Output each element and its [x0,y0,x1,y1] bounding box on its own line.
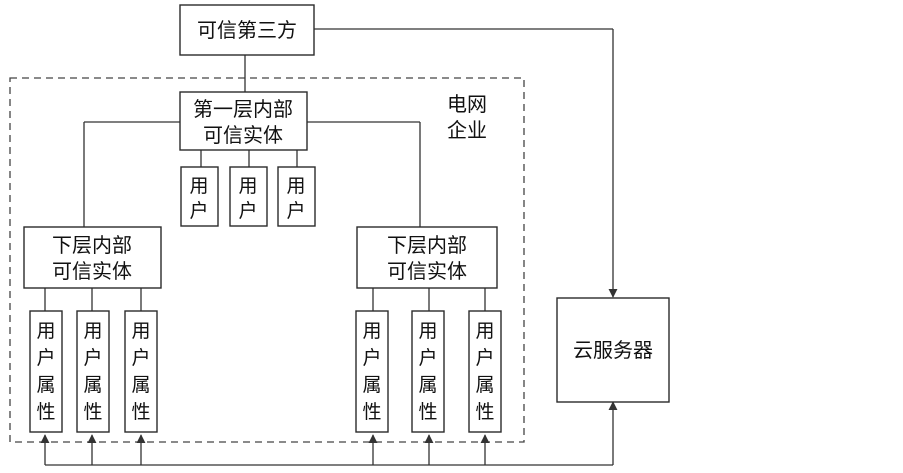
svg-text:可信实体: 可信实体 [203,123,283,147]
user-attribute-node: 用 户 属 性 [76,310,110,433]
svg-text:下层内部: 下层内部 [387,233,467,257]
user-node: 用 户 [277,166,316,227]
user-attribute-node: 用 户 属 性 [411,310,445,433]
svg-text:第一层内部: 第一层内部 [193,97,293,121]
svg-text:户: 户 [418,347,437,369]
svg-text:可信第三方: 可信第三方 [197,18,297,42]
svg-text:属: 属 [131,374,150,396]
lower-layer-entity-right-node: 下层内部 可信实体 [356,226,498,289]
connectors [40,28,618,466]
svg-text:用: 用 [131,320,150,342]
svg-text:户: 户 [475,347,494,369]
power-grid-enterprise-region [9,77,525,443]
user-node: 用 户 [229,166,268,227]
svg-text:户: 户 [286,200,305,222]
svg-text:性: 性 [36,401,55,423]
user-attribute-node: 用 户 属 性 [29,310,63,433]
user-attribute-node: 用 户 属 性 [124,310,158,433]
svg-text:用: 用 [83,320,102,342]
svg-text:性: 性 [475,401,494,423]
svg-text:户: 户 [238,200,257,222]
svg-text:用: 用 [286,175,305,197]
svg-text:性: 性 [131,401,150,423]
svg-text:云服务器: 云服务器 [573,338,653,362]
svg-text:用: 用 [189,175,208,197]
user-attribute-node: 用 户 属 性 [468,310,502,433]
trusted-third-party-node: 可信第三方 [179,4,315,56]
first-layer-entity-node: 第一层内部 可信实体 [179,91,308,151]
lower-layer-entity-left-node: 下层内部 可信实体 [23,226,162,289]
svg-text:用: 用 [238,175,257,197]
svg-text:性: 性 [83,401,102,423]
svg-text:属: 属 [362,374,381,396]
svg-text:下层内部: 下层内部 [52,233,132,257]
svg-text:企业: 企业 [447,118,487,142]
svg-text:用: 用 [36,320,55,342]
svg-text:户: 户 [83,347,102,369]
user-node: 用 户 [180,166,219,227]
cloud-server-node: 云服务器 [556,297,670,403]
svg-text:性: 性 [418,401,437,423]
svg-text:户: 户 [189,200,208,222]
svg-text:属: 属 [418,374,437,396]
svg-text:可信实体: 可信实体 [52,259,132,283]
svg-text:户: 户 [131,347,150,369]
svg-text:户: 户 [36,347,55,369]
svg-text:属: 属 [475,374,494,396]
svg-text:用: 用 [362,320,381,342]
svg-text:电网: 电网 [447,92,487,116]
svg-text:用: 用 [418,320,437,342]
svg-text:可信实体: 可信实体 [387,259,467,283]
svg-text:属: 属 [83,374,102,396]
user-attribute-node: 用 户 属 性 [355,310,389,433]
region-label: 电网 企业 [447,92,487,142]
svg-text:属: 属 [36,374,55,396]
svg-text:性: 性 [362,401,381,423]
svg-text:户: 户 [362,347,381,369]
svg-text:用: 用 [475,320,494,342]
